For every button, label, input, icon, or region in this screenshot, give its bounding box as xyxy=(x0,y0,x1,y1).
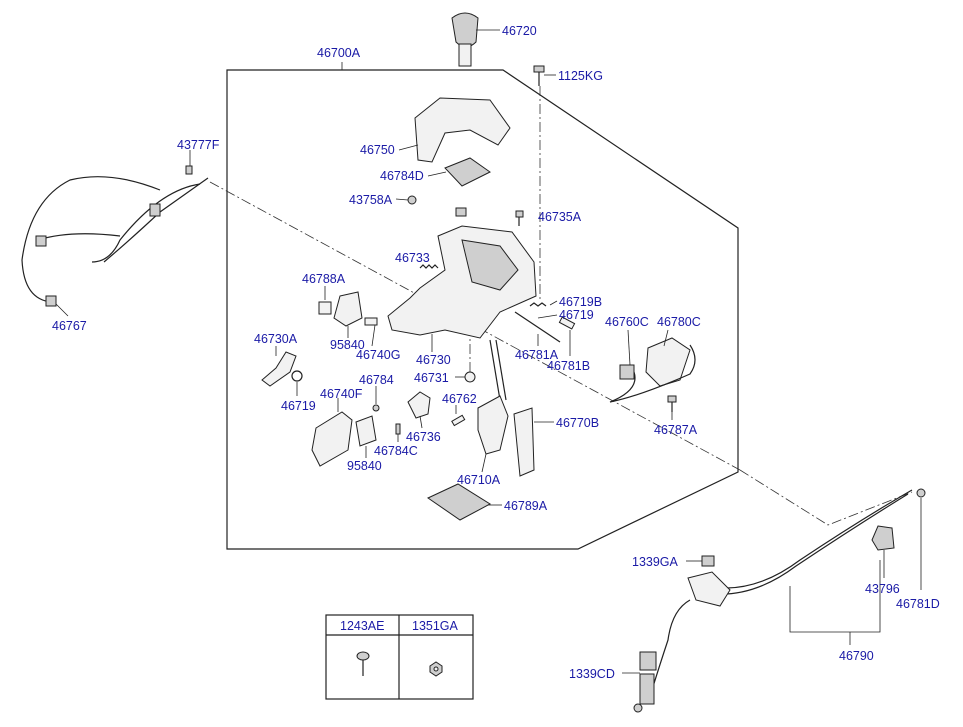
callout-46770b: 46770B xyxy=(556,416,599,430)
shift-knob xyxy=(451,12,500,67)
callout-46720: 46720 xyxy=(502,24,537,38)
screw-icon xyxy=(356,651,370,676)
callout-43796: 43796 xyxy=(865,582,900,596)
clip-46781d xyxy=(916,488,926,590)
callout-46790: 46790 xyxy=(839,649,874,663)
screw-46787a xyxy=(667,395,677,420)
base-bracket xyxy=(387,225,537,352)
solenoid-upper xyxy=(333,291,363,338)
callout-46733: 46733 xyxy=(395,251,430,265)
part-46788a xyxy=(318,301,332,315)
lever-46710a xyxy=(477,339,509,473)
bracket-46740f xyxy=(311,398,353,467)
nut-1339ga xyxy=(686,555,715,567)
callout-46700a: 46700A xyxy=(317,46,361,60)
callout-95840-upper: 95840 xyxy=(330,338,365,352)
callout-46730: 46730 xyxy=(416,353,451,367)
callout-46784: 46784 xyxy=(359,373,394,387)
spring-46719-left xyxy=(291,370,303,396)
callout-1339ga: 1339GA xyxy=(632,555,679,569)
callout-46784d: 46784D xyxy=(380,169,424,183)
plate-46789a xyxy=(426,483,502,521)
bushing-43796 xyxy=(871,525,895,578)
callout-95840-lower: 95840 xyxy=(347,459,382,473)
callout-43777f: 43777F xyxy=(177,138,220,152)
callout-46731: 46731 xyxy=(414,371,449,385)
cam-46736 xyxy=(407,391,431,429)
callout-46719-upper: 46719 xyxy=(559,308,594,322)
solenoid-lower xyxy=(355,415,377,458)
callout-46780c: 46780C xyxy=(657,315,701,329)
callout-43758a: 43758A xyxy=(349,193,393,207)
pin-46762 xyxy=(451,405,466,427)
callout-46719b: 46719B xyxy=(559,295,602,309)
legend-table: 1243AE 1351GA xyxy=(325,614,474,700)
legend-header-1243ae: 1243AE xyxy=(340,619,384,633)
indicator-plate xyxy=(427,157,491,187)
detent-46770b xyxy=(513,407,554,477)
screw-46735a xyxy=(515,210,524,226)
callout-46740f: 46740F xyxy=(320,387,363,401)
callout-46788a: 46788A xyxy=(302,272,346,286)
ball-46731 xyxy=(464,371,476,383)
callout-46760c: 46760C xyxy=(605,315,649,329)
callout-46730a: 46730A xyxy=(254,332,298,346)
callout-46781d: 46781D xyxy=(896,597,940,611)
assembly-frame xyxy=(226,69,739,550)
callout-46767: 46767 xyxy=(52,319,87,333)
spring-46733 xyxy=(419,264,439,269)
callout-46740g: 46740G xyxy=(356,348,400,362)
control-unit xyxy=(609,329,696,403)
callout-1125kg: 1125KG xyxy=(558,69,603,83)
indicator-cover xyxy=(398,97,511,163)
callout-46710a: 46710A xyxy=(457,473,501,487)
callout-1339cd: 1339CD xyxy=(569,667,615,681)
shift-cable-46790 xyxy=(633,489,913,713)
callout-46719-lower: 46719 xyxy=(281,399,316,413)
nut-icon xyxy=(429,661,443,677)
callout-46762: 46762 xyxy=(442,392,477,406)
cable-46767 xyxy=(21,150,209,317)
callout-46781a: 46781A xyxy=(515,348,559,362)
callout-46750: 46750 xyxy=(360,143,395,157)
callout-46789a: 46789A xyxy=(504,499,548,513)
callout-46781b: 46781B xyxy=(547,359,590,373)
callout-46736: 46736 xyxy=(406,430,441,444)
callout-46787a: 46787A xyxy=(654,423,698,437)
pin-46784c xyxy=(395,423,401,442)
lever-46730a xyxy=(261,346,297,387)
callout-46735a: 46735A xyxy=(538,210,582,224)
legend-header-1351ga: 1351GA xyxy=(412,619,459,633)
pin-46784 xyxy=(372,386,380,412)
clip-43758a xyxy=(395,195,467,217)
pin-46740g xyxy=(364,317,378,347)
pins-right xyxy=(514,300,576,356)
bolt-1125kg xyxy=(533,65,556,86)
callout-46784c: 46784C xyxy=(374,444,418,458)
